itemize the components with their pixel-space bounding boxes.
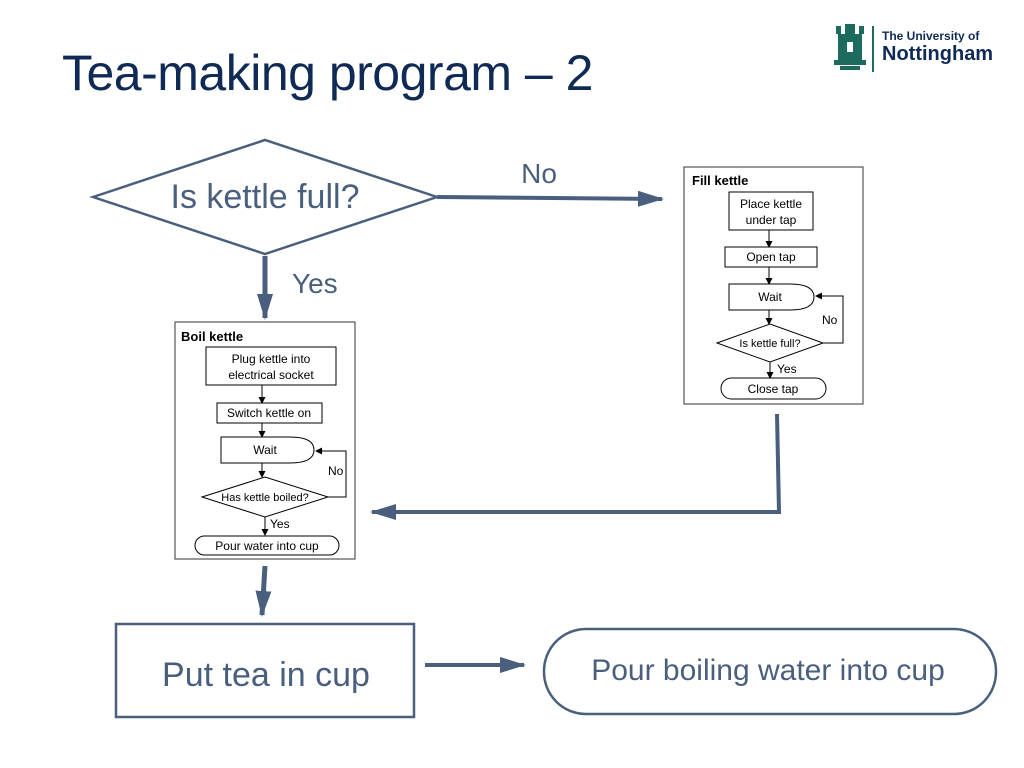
fill-step-place-line2: under tap bbox=[746, 213, 797, 227]
main-no-label: No bbox=[521, 158, 557, 189]
boil-no-loop bbox=[315, 447, 347, 498]
main-yes-label: Yes bbox=[292, 268, 338, 299]
boil-wait: Wait bbox=[220, 436, 315, 464]
boil-end-text: Pour water into cup bbox=[215, 539, 319, 553]
logo-text-line2: Nottingham bbox=[882, 43, 994, 65]
fill-no-loop bbox=[815, 292, 844, 344]
boil-kettle-title: Boil kettle bbox=[181, 329, 243, 344]
university-logo: The University of Nottingham bbox=[832, 22, 1012, 76]
boil-kettle-panel: Boil kettle Plug kettle into electrical … bbox=[174, 321, 356, 560]
pour-boiling-text: Pour boiling water into cup bbox=[591, 654, 945, 687]
main-decision-text: Is kettle full? bbox=[171, 178, 360, 216]
boil-step-plug-line2: electrical socket bbox=[228, 368, 314, 382]
return-arrow bbox=[370, 413, 782, 520]
no-arrow bbox=[436, 190, 664, 207]
boil-decision-text: Has kettle boiled? bbox=[221, 492, 308, 504]
fill-no-label: No bbox=[822, 313, 838, 327]
boil-wait-text: Wait bbox=[253, 443, 277, 457]
fill-end: Close tap bbox=[720, 377, 827, 400]
pour-boiling-terminator: Pour boiling water into cup bbox=[542, 627, 998, 716]
logo-divider bbox=[872, 26, 874, 72]
boil-step-switch: Switch kettle on bbox=[216, 402, 323, 424]
fill-step-open: Open tap bbox=[724, 246, 818, 268]
fill-step-place: Place kettle under tap bbox=[728, 191, 814, 231]
fill-kettle-panel: Fill kettle Place kettle under tap Open … bbox=[683, 166, 864, 405]
castle-icon bbox=[834, 24, 866, 70]
fill-yes-label: Yes bbox=[777, 362, 797, 376]
put-tea-text: Put tea in cup bbox=[162, 656, 370, 694]
put-tea-box: Put tea in cup bbox=[114, 622, 416, 719]
boil-decision: Has kettle boiled? bbox=[200, 476, 330, 518]
fill-wait: Wait bbox=[728, 283, 815, 311]
fill-step-place-line1: Place kettle bbox=[740, 197, 802, 211]
main-decision: Is kettle full? bbox=[89, 138, 441, 256]
fill-decision-text: Is kettle full? bbox=[739, 338, 800, 350]
slide-title: Tea-making program – 2 bbox=[62, 45, 593, 101]
fill-step-open-text: Open tap bbox=[746, 250, 796, 264]
boil-step-plug-line1: Plug kettle into bbox=[232, 352, 311, 366]
down-arrow bbox=[255, 565, 272, 617]
boil-step-switch-text: Switch kettle on bbox=[227, 406, 311, 420]
fill-wait-text: Wait bbox=[758, 290, 782, 304]
boil-end: Pour water into cup bbox=[194, 535, 340, 556]
fill-kettle-title: Fill kettle bbox=[692, 173, 748, 188]
boil-step-plug: Plug kettle into electrical socket bbox=[205, 346, 337, 386]
boil-no-label: No bbox=[328, 464, 344, 478]
logo-text-line1: The University of bbox=[882, 29, 980, 43]
fill-end-text: Close tap bbox=[748, 382, 799, 396]
boil-yes-label: Yes bbox=[270, 517, 290, 531]
